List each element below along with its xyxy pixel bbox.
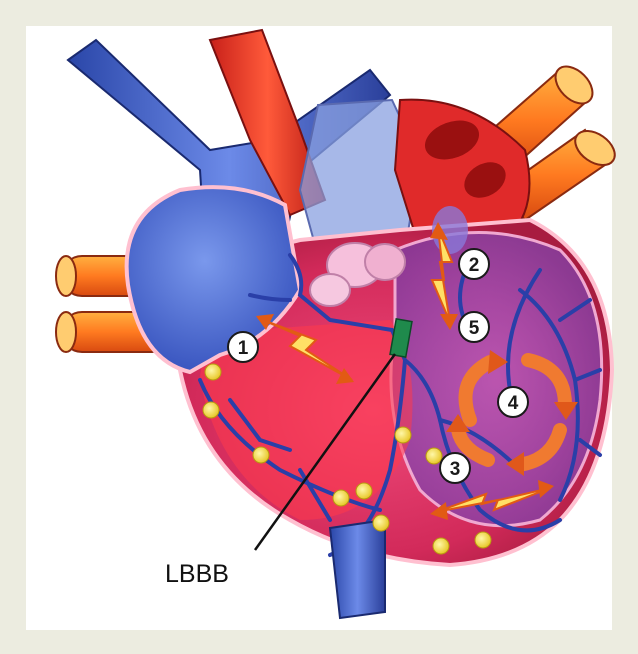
marker-2-label: 2 [469, 255, 480, 276]
marker-5-label: 5 [469, 318, 480, 339]
marker-3: 3 [440, 453, 470, 483]
inferior-vena-cava [330, 520, 385, 618]
marker-3-label: 3 [450, 459, 461, 480]
marker-5: 5 [459, 312, 489, 342]
marker-4: 4 [498, 387, 528, 417]
marker-1: 1 [228, 332, 258, 362]
lbbb-label: LBBB [165, 560, 229, 588]
marker-1-label: 1 [238, 338, 249, 359]
marker-2: 2 [459, 249, 489, 279]
marker-4-label: 4 [508, 393, 519, 414]
